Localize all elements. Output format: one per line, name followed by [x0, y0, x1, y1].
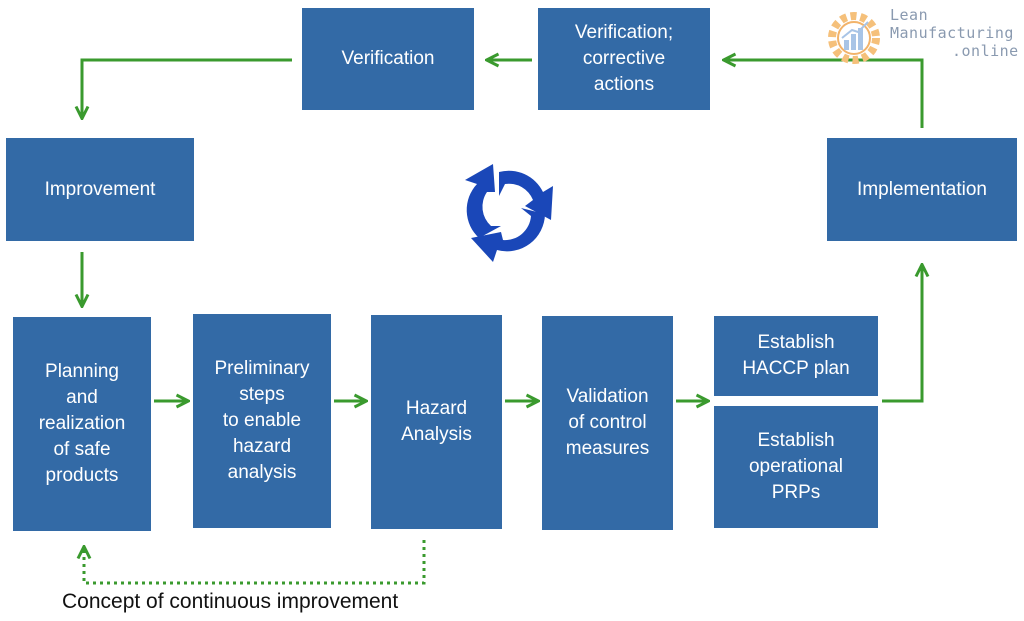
verification-box: Verification [302, 8, 474, 110]
implementation-box: Implementation [827, 138, 1017, 241]
dotted-feedback-arrow [84, 540, 426, 585]
arrow-establish-to-implementation [882, 266, 922, 403]
lean-manufacturing-logo: Lean Manufacturing .online [822, 4, 1022, 68]
establish-haccp-box: Establish HACCP plan [714, 316, 878, 396]
gear-chart-logo-icon [828, 12, 880, 64]
planning-box: Planning and realization of safe product… [13, 317, 151, 531]
verification-corrective-box: Verification; corrective actions [538, 8, 710, 110]
hazard-analysis-box: Hazard Analysis [371, 315, 502, 529]
arrow-implementation-to-corrective [725, 60, 924, 128]
establish-prps-box: Establish operational PRPs [714, 406, 878, 528]
preliminary-box: Preliminary steps to enable hazard analy… [193, 314, 331, 528]
logo-text: Lean Manufacturing .online [890, 6, 1019, 60]
caption-text: Concept of continuous improvement [62, 590, 399, 613]
improvement-box: Improvement [6, 138, 194, 241]
validation-box: Validation of control measures [542, 316, 673, 530]
cycle-arrows-icon [465, 164, 553, 262]
arrow-verification-to-improvement [82, 58, 292, 117]
